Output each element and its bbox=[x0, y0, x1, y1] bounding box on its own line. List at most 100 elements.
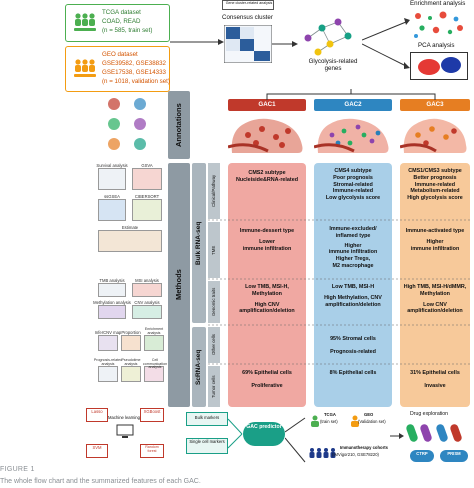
proportion-label: Proportion bbox=[121, 330, 141, 335]
gac3-tumor: 31% Epithelial cells Invasive bbox=[410, 370, 460, 389]
immunotherapy-sub: (IMVigor210, GSE78220) bbox=[332, 452, 379, 457]
enrichment-label: Enrichment analysis bbox=[144, 327, 164, 335]
geo-name: GEO dataset bbox=[102, 51, 138, 58]
row-clinical-bar bbox=[208, 163, 220, 219]
tcga-people-icon bbox=[72, 11, 98, 35]
tsne-cluster-thumb bbox=[96, 96, 164, 158]
gac1-clinical: CMS2 subtype Nucleiside&RNA-related bbox=[235, 170, 298, 183]
geo-cohort-sub: (Validation set) bbox=[358, 419, 386, 424]
dataset-to-cluster-arrow bbox=[170, 34, 224, 45]
tcga-types: COAD, READ bbox=[102, 18, 141, 25]
cohorts-to-drug-arrow bbox=[390, 428, 404, 439]
prognosis-thumb bbox=[98, 366, 118, 382]
cibersort-thumb bbox=[132, 199, 162, 221]
geo-ids-1: GSE39582, GSE38832 bbox=[102, 60, 166, 67]
genes-to-analysis-arrows bbox=[361, 12, 410, 72]
row-other-cells-bar bbox=[208, 327, 220, 363]
computer-icon bbox=[115, 424, 135, 440]
random-forest-box: Random forest bbox=[140, 444, 164, 458]
figure-number: FIGURE 1 bbox=[0, 466, 35, 473]
tmb-label: TMB analysis bbox=[99, 278, 125, 283]
pca-plot bbox=[410, 52, 468, 80]
survival-label: Survival analysis bbox=[96, 163, 128, 168]
geo-cohort-icon bbox=[348, 414, 362, 427]
bulk-rnaseq-bar bbox=[192, 163, 206, 323]
proportion-thumb bbox=[121, 335, 141, 351]
gac3-tme: Immune-activated type Higher immune infi… bbox=[405, 228, 465, 252]
infercnv-label: InferCNV map bbox=[94, 330, 122, 335]
gac2-tumor: 8% Epithelial cells bbox=[329, 370, 377, 376]
row-tme-bar bbox=[208, 222, 220, 278]
cluster-to-genes-arrow bbox=[272, 36, 298, 47]
gac1-column bbox=[228, 163, 306, 407]
gac1-genomic: Low TMB, MSI-H, Methylation High CNV amp… bbox=[239, 284, 295, 315]
scrnaseq-label: ScRNA-seq bbox=[195, 349, 202, 385]
tcga-cohort-label: TCGA bbox=[324, 412, 336, 417]
tcga-dataset-box: TCGA dataset COAD, READ (n = 585, train … bbox=[65, 4, 170, 42]
gac3-tumor-illustration bbox=[399, 113, 470, 155]
tcga-cohort-sub: (train set) bbox=[320, 419, 338, 424]
annotations-label: Annotations bbox=[174, 103, 183, 147]
machine-learning-label: Machine learning bbox=[108, 415, 140, 420]
cibersort-label: CIBERSORT bbox=[134, 194, 160, 199]
immunotherapy-label: Immunotherapy cohorts bbox=[340, 445, 388, 450]
network-icon bbox=[300, 14, 360, 58]
communication-thumb bbox=[144, 366, 164, 382]
enrichment-dots bbox=[410, 10, 466, 40]
figure-caption: The whole flow chart and the summarized … bbox=[0, 478, 201, 485]
markers-to-predictor-arrows bbox=[227, 416, 244, 452]
pseudotime-thumb bbox=[121, 366, 141, 382]
gac2-column bbox=[314, 163, 392, 407]
gac3-genomic: High TMB, MSI-H/dMMR, Methylation Low CN… bbox=[403, 284, 467, 315]
gac-predictor-box: GAC predictor bbox=[243, 422, 285, 446]
drug-exploration-label: Drug exploration bbox=[410, 411, 449, 417]
consensus-cluster-label: Consensus cluster bbox=[222, 14, 273, 21]
gac3-header: GAC3 bbox=[400, 99, 470, 111]
communication-label: Cell communication analysis bbox=[142, 358, 168, 370]
scrnaseq-bar bbox=[192, 327, 206, 407]
ctrp-pill: CTRP bbox=[410, 450, 434, 462]
glycolysis-genes-label: Glycolysis-related genes bbox=[308, 58, 358, 73]
row-genomic-bar bbox=[208, 281, 220, 323]
tcga-name: TCGA dataset bbox=[102, 9, 141, 16]
gsva-label: GSVA bbox=[141, 163, 153, 168]
msi-label: MSI analysis bbox=[135, 278, 159, 283]
infercnv-thumb bbox=[98, 335, 118, 351]
lasso-box: Lasso bbox=[86, 408, 108, 422]
drug-pills-icon bbox=[404, 420, 464, 446]
msi-thumb bbox=[132, 283, 162, 297]
geo-people-icon bbox=[72, 57, 98, 81]
tmb-thumb bbox=[98, 283, 126, 297]
methods-bar bbox=[168, 163, 190, 407]
prism-pill: PRISM bbox=[440, 450, 468, 462]
gac3-column bbox=[400, 163, 470, 407]
consensus-cluster-heatmap bbox=[223, 24, 273, 64]
gac2-header: GAC2 bbox=[314, 99, 392, 111]
survival-thumb bbox=[98, 168, 126, 190]
gac2-tumor-illustration bbox=[313, 113, 392, 155]
gac1-tumor-illustration bbox=[227, 113, 306, 155]
prognosis-label: Prognosis-related analysis bbox=[93, 358, 123, 366]
gsva-thumb bbox=[132, 168, 162, 190]
bulk-rnaseq-label: Bulk RNA-seq bbox=[195, 221, 202, 265]
enrichment-thumb bbox=[144, 335, 164, 351]
immunotherapy-icon bbox=[308, 446, 338, 458]
methylation-thumb bbox=[98, 305, 126, 319]
gac1-tme: Immune-dessert type Lower immune infiltr… bbox=[239, 228, 295, 252]
pca-analysis-label: PCA analysis bbox=[418, 42, 455, 49]
estimate-label: Estimate bbox=[121, 225, 139, 230]
cnv-label: CNV analysis bbox=[134, 300, 160, 305]
single-cell-markers-box: Single cell markers bbox=[186, 438, 228, 454]
xgboost-box: XGBoost bbox=[140, 408, 164, 422]
gac-bracket bbox=[266, 88, 436, 100]
gac2-tme: Immune-excluded/ inflamed type Higher im… bbox=[328, 226, 378, 269]
tcga-n: (n = 585, train set) bbox=[102, 27, 153, 34]
predictor-to-cohorts-arrows bbox=[284, 408, 307, 472]
methods-label: Methods bbox=[174, 269, 183, 301]
bulk-markers-box: Bulk markers bbox=[186, 412, 228, 426]
gac3-clinical: CMS1/CMS3 subtype Better prognosis Immun… bbox=[407, 168, 463, 201]
tcga-cohort-icon bbox=[308, 414, 322, 427]
cnv-thumb bbox=[132, 305, 162, 319]
methylation-label: Methylation analysis bbox=[93, 300, 131, 305]
geo-cohort-label: GEO bbox=[364, 412, 374, 417]
